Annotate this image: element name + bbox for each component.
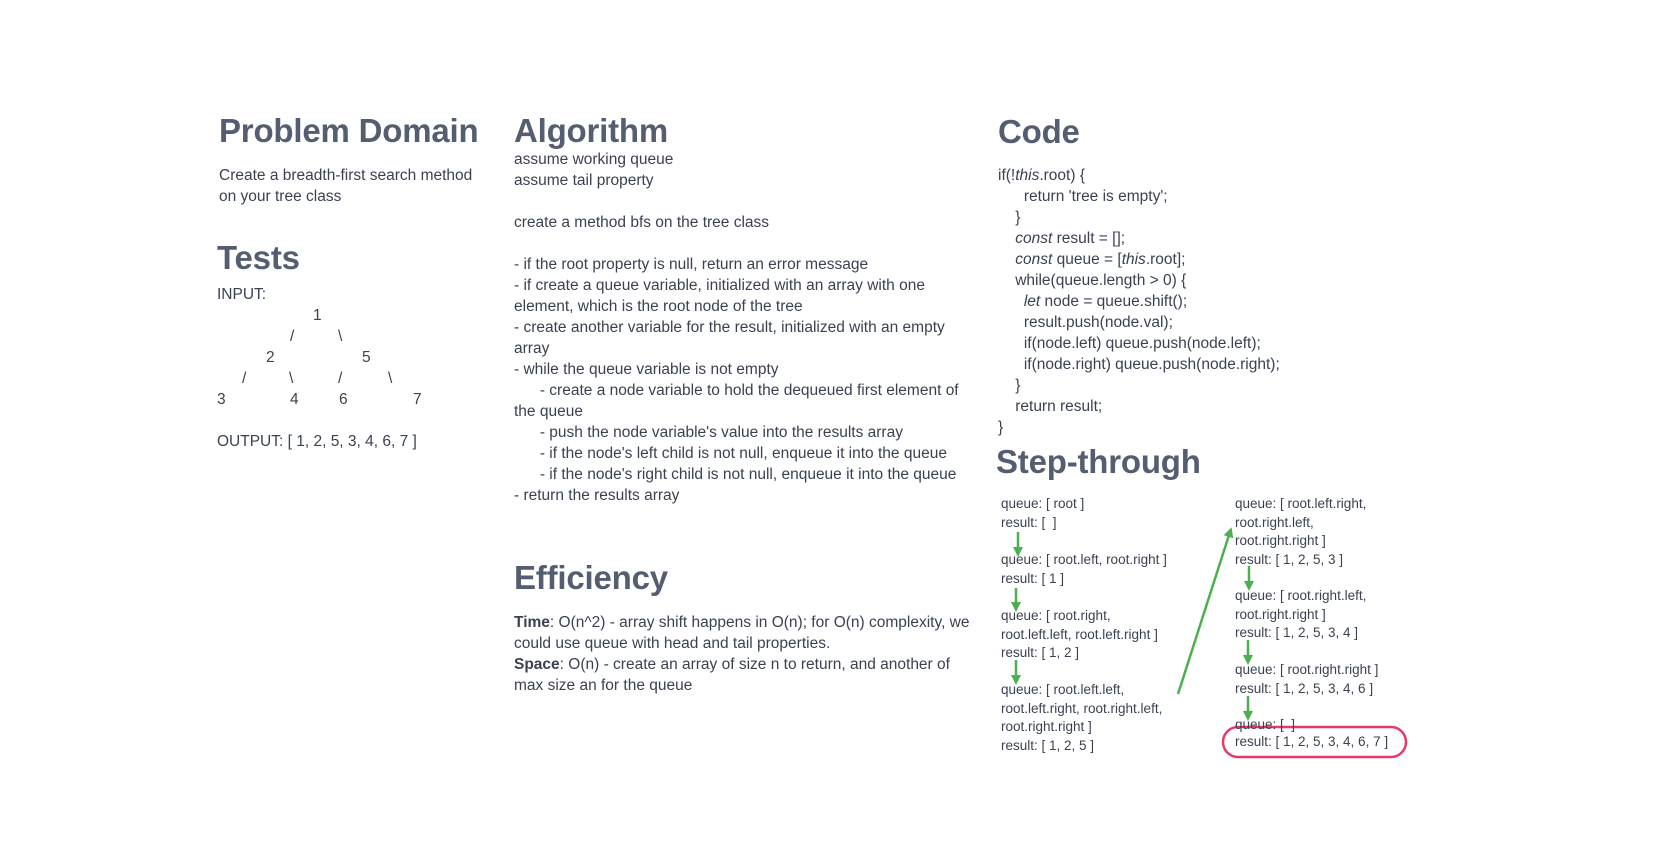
tree-node-3: 3 [217, 391, 226, 408]
code-line: return 'tree is empty'; [998, 188, 1168, 205]
final-result-text: result: [ 1, 2, 5, 3, 4, 6, 7 ] [1235, 734, 1389, 749]
code-heading: Code [998, 113, 1080, 150]
step-right-4: queue: [ ] [1235, 717, 1296, 732]
efficiency-time: Time: O(n^2) - array shift happens in O(… [514, 612, 979, 654]
algorithm-line: - return the results array [514, 487, 680, 504]
efficiency-space: Space: O(n) - create an array of size n … [514, 654, 979, 696]
algorithm-line [514, 191, 979, 212]
algorithm-line: - push the node variable's value into th… [514, 424, 903, 441]
problem-domain-text: Create a breadth-first search method on … [219, 167, 473, 205]
step-through-heading: Step-through [996, 443, 1201, 480]
step-right-1: queue: [ root.left.right, root.right.lef… [1235, 496, 1367, 567]
code-line: const result = []; [1015, 230, 1126, 247]
code-line: result.push(node.val); [998, 314, 1173, 331]
step-left-3: queue: [ root.right, root.left.left, roo… [1001, 608, 1158, 660]
algorithm-line [514, 233, 979, 254]
code-line: if(!this.root) { [998, 167, 1086, 184]
algorithm-body: assume working queue assume tail propert… [514, 149, 979, 506]
flow-arrow-jump [1176, 527, 1234, 695]
algorithm-line: assume tail property [514, 172, 654, 189]
algorithm-heading: Algorithm [514, 112, 669, 149]
code-line: } [998, 377, 1021, 394]
code-line: let node = queue.shift(); [1023, 293, 1188, 310]
algorithm-line: - create another variable for the result… [514, 319, 950, 357]
time-label: Time [514, 614, 550, 631]
tree-edge-1-2: / [290, 328, 295, 345]
space-label: Space [514, 656, 560, 673]
step-left-1: queue: [ root ] result: [ ] [1001, 496, 1085, 530]
tree-node-2: 2 [266, 349, 275, 366]
tree-node-7: 7 [413, 391, 422, 408]
step-left-2: queue: [ root.left, root.right ] result:… [1001, 552, 1167, 586]
problem-domain-heading: Problem Domain [219, 112, 479, 149]
code-line: const queue = [this.root]; [1015, 251, 1186, 268]
tree-edge-5-6: / [338, 370, 343, 387]
code-line: if(node.left) queue.push(node.left); [998, 335, 1261, 352]
efficiency-body: Time: O(n^2) - array shift happens in O(… [514, 612, 979, 696]
tree-edge-1-5: \ [338, 328, 343, 345]
tree-edge-2-4: \ [289, 370, 294, 387]
tree-node-4: 4 [290, 391, 299, 408]
tree-edge-5-7: \ [388, 370, 393, 387]
step-right-3: queue: [ root.right.right ] result: [ 1,… [1235, 662, 1379, 696]
efficiency-heading: Efficiency [514, 559, 668, 596]
output-text: OUTPUT: [ 1, 2, 5, 3, 4, 6, 7 ] [217, 433, 417, 450]
tree-edge-2-3: / [242, 370, 247, 387]
code-line: return result; [998, 398, 1103, 415]
code-line: } [998, 419, 1004, 436]
code-line: while(queue.length > 0) { [998, 272, 1187, 289]
tree-node-6: 6 [339, 391, 348, 408]
tests-heading: Tests [217, 239, 300, 276]
algorithm-line: assume working queue [514, 151, 674, 168]
code-line: } [998, 209, 1021, 226]
code-block: if(!this.root) { return 'tree is empty';… [998, 165, 1280, 438]
tree-node-5: 5 [362, 349, 371, 366]
tree-node-1: 1 [313, 307, 322, 324]
algorithm-line: create a method bfs on the tree class [514, 214, 770, 231]
space-text: : O(n) - create an array of size n to re… [514, 656, 950, 694]
input-label: INPUT: [217, 286, 267, 303]
algorithm-line: - while the queue variable is not empty [514, 361, 779, 378]
time-text: : O(n^2) - array shift happens in O(n); … [514, 614, 970, 652]
algorithm-line: - create a node variable to hold the deq… [514, 382, 963, 420]
algorithm-line: - if the root property is null, return a… [514, 256, 869, 273]
code-line: if(node.right) queue.push(node.right); [998, 356, 1280, 373]
step-left-4: queue: [ root.left.left, root.left.right… [1001, 682, 1163, 753]
step-right-2: queue: [ root.right.left, root.right.rig… [1235, 588, 1367, 640]
algorithm-line: - if create a queue variable, initialize… [514, 277, 930, 315]
algorithm-line: - if the node's right child is not null,… [514, 466, 957, 483]
algorithm-line: - if the node's left child is not null, … [514, 445, 947, 462]
